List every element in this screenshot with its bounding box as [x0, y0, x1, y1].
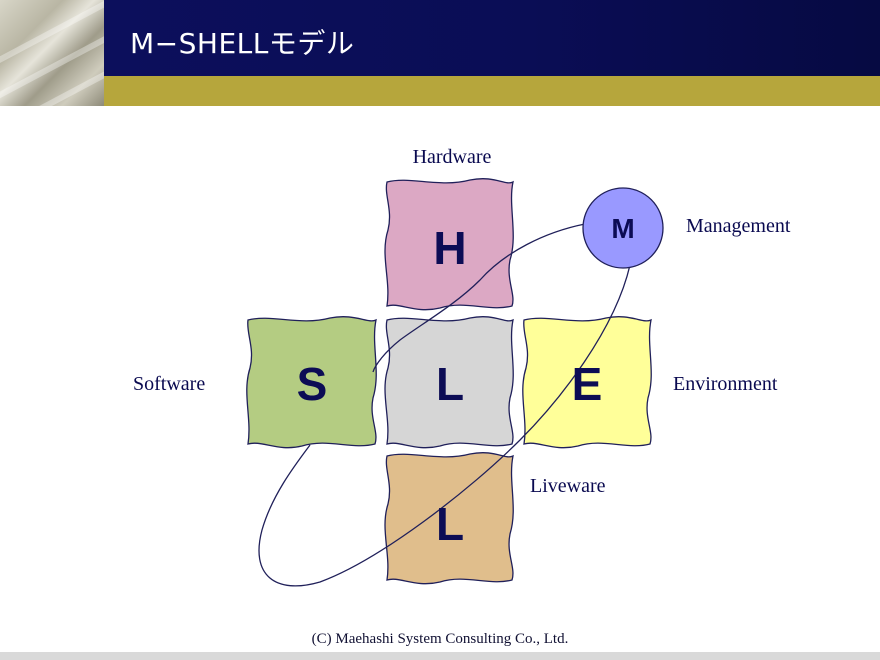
liveware-bottom-block [384, 452, 514, 585]
liveware-label: Liveware [530, 475, 606, 497]
management-letter: M [611, 213, 634, 244]
software-block [246, 316, 377, 449]
liveware-bottom-letter: L [436, 498, 464, 550]
software-letter: S [297, 358, 328, 410]
orbit-line-lower [258, 264, 631, 587]
hardware-letter: H [433, 222, 466, 274]
liveware-center-block [384, 316, 514, 449]
environment-letter: E [572, 358, 603, 410]
header-photo [0, 0, 104, 106]
environment-block [522, 316, 652, 449]
software-label: Software [133, 373, 205, 395]
footer-bar [0, 652, 880, 660]
management-circle [582, 187, 664, 269]
hardware-label: Hardware [413, 146, 492, 168]
environment-label: Environment [673, 373, 778, 395]
hardware-block [384, 178, 514, 311]
orbit-line-upper [372, 223, 586, 373]
slide-title: M−SHELLモデル [130, 27, 355, 60]
management-label: Management [686, 215, 791, 237]
accent-bar [104, 76, 880, 106]
copyright-footer: (C) Maehashi System Consulting Co., Ltd. [311, 631, 569, 647]
liveware-center-letter: L [436, 358, 464, 410]
slide-header: M−SHELLモデル [0, 0, 880, 106]
title-bar: M−SHELLモデル [104, 0, 880, 76]
